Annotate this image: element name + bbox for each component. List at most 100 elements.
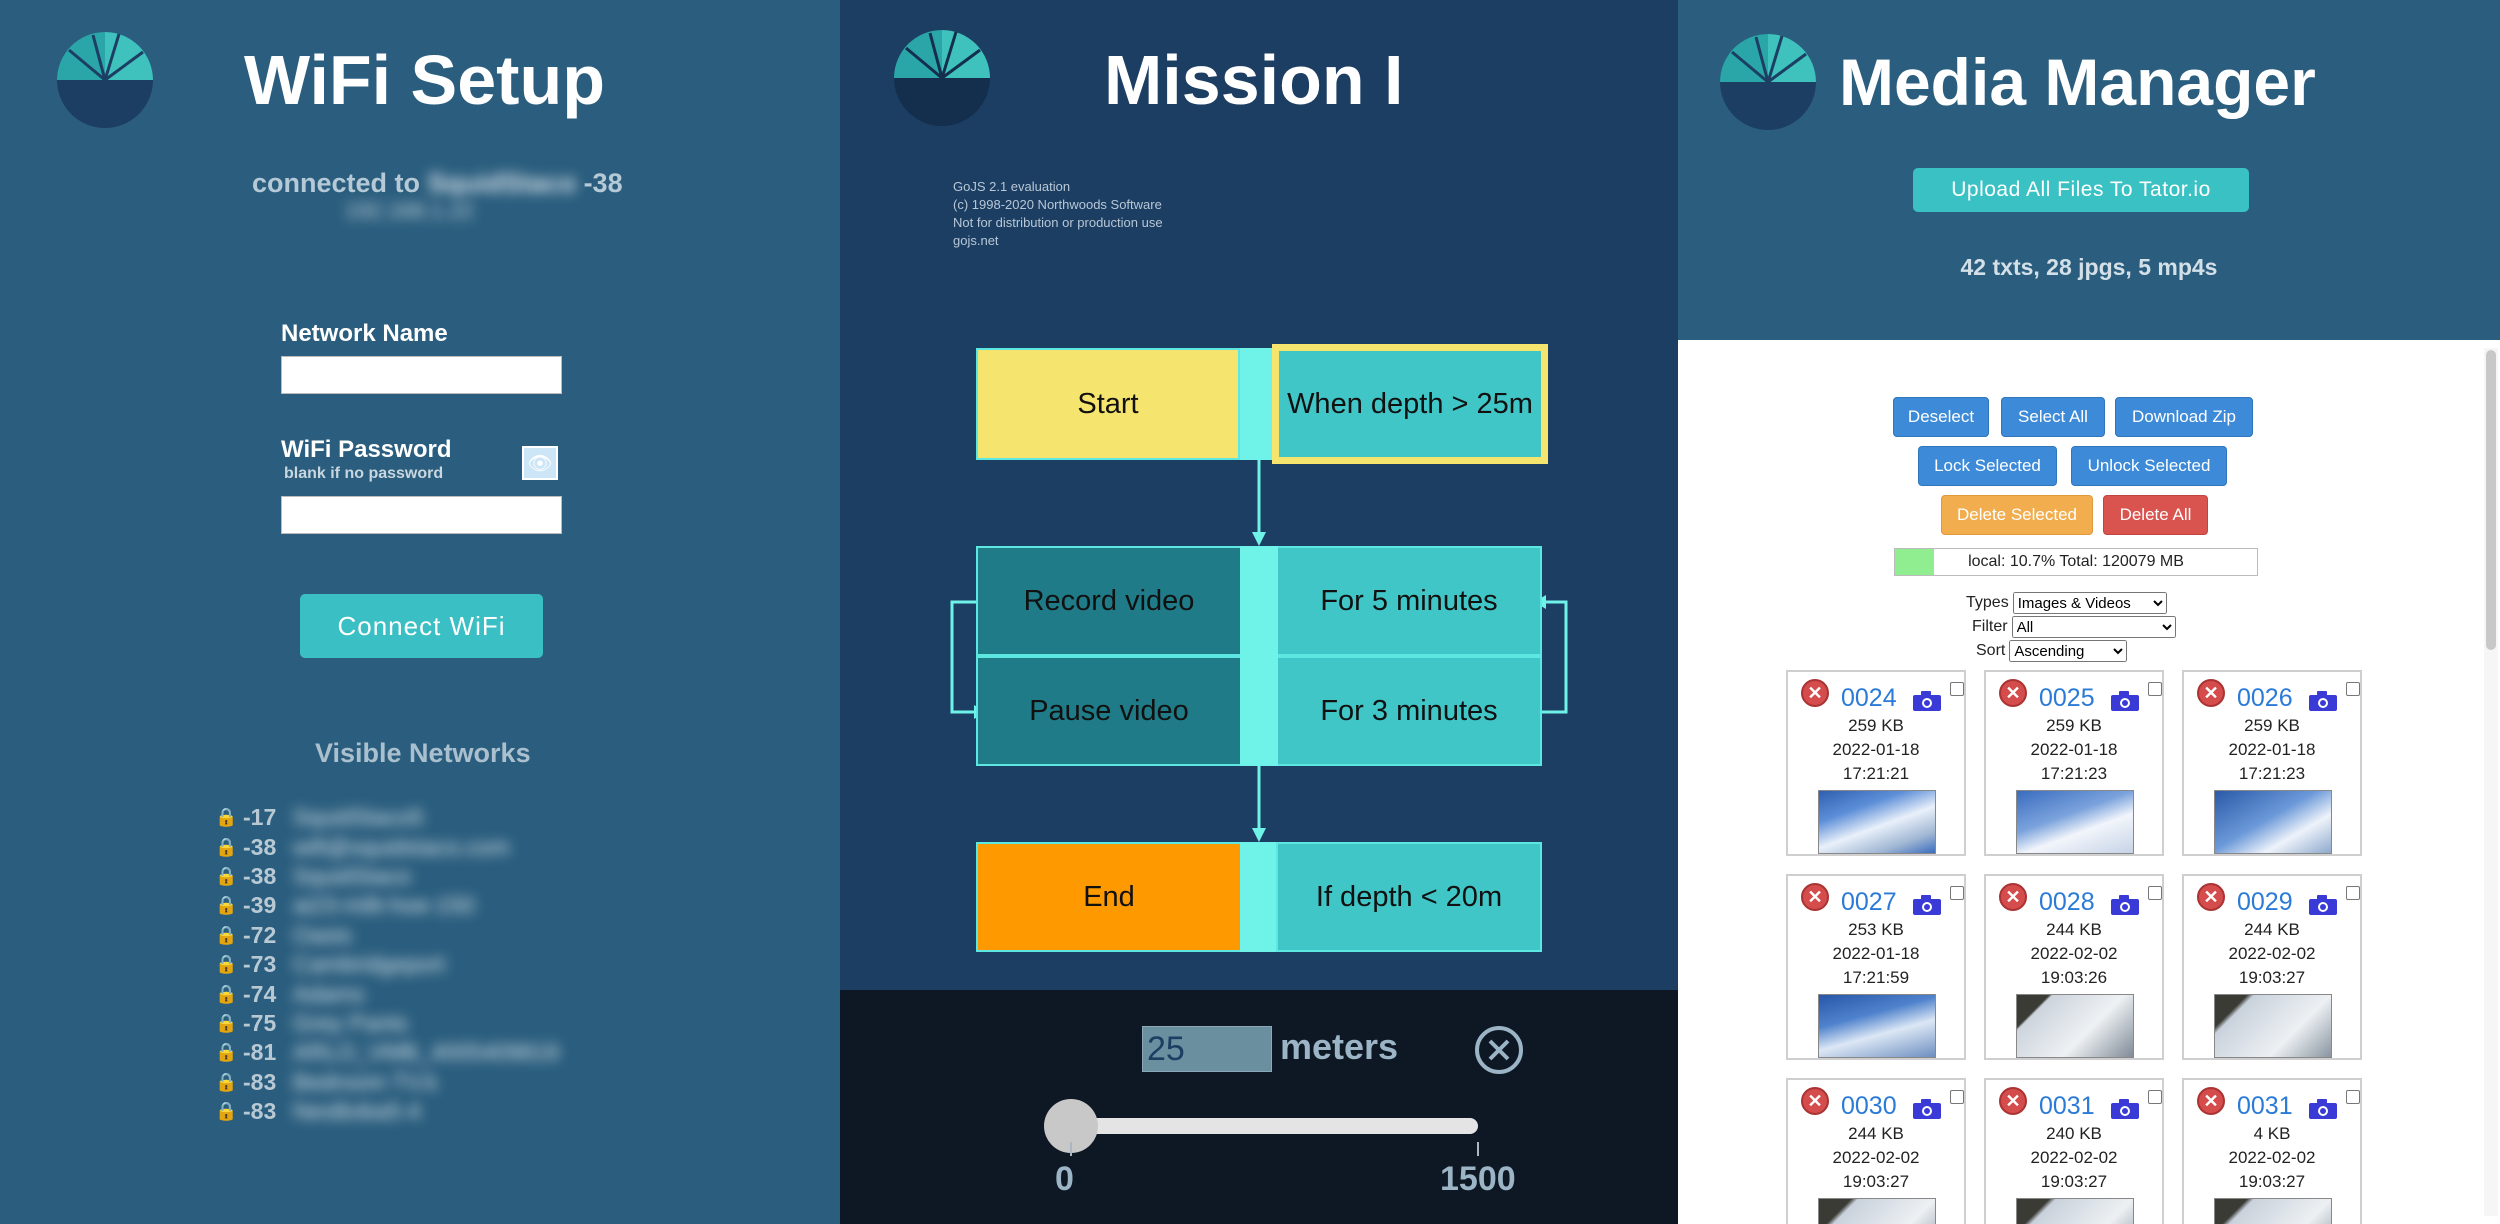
visible-networks-title: Visible Networks: [315, 738, 531, 768]
file-id[interactable]: 0030: [1841, 1092, 1897, 1120]
select-checkbox[interactable]: [1950, 886, 1964, 900]
delete-selected-button[interactable]: Delete Selected: [1941, 495, 2093, 535]
image-thumbnail[interactable]: [2214, 790, 2332, 854]
file-size: 240 KB: [2046, 1124, 2102, 1143]
network-signal: -81: [243, 1039, 277, 1066]
file-id[interactable]: 0028: [2039, 888, 2095, 916]
image-thumbnail[interactable]: [2016, 1198, 2134, 1224]
lock-selected-button[interactable]: Lock Selected: [1918, 446, 2057, 486]
record-duration-block[interactable]: For 5 minutes: [1276, 546, 1542, 656]
file-id[interactable]: 0025: [2039, 684, 2095, 712]
file-id[interactable]: 0031: [2237, 1092, 2293, 1120]
delete-icon[interactable]: ✕: [2197, 883, 2225, 911]
image-thumbnail[interactable]: [2214, 1198, 2332, 1224]
select-checkbox[interactable]: [2148, 886, 2162, 900]
delete-icon[interactable]: ✕: [2197, 679, 2225, 707]
sort-select[interactable]: Ascending: [2009, 640, 2128, 662]
start-condition-block[interactable]: When depth > 25m: [1272, 344, 1548, 464]
image-thumbnail[interactable]: [2016, 790, 2134, 854]
file-time: 19:03:27: [2238, 968, 2306, 987]
deselect-button[interactable]: Deselect: [1893, 397, 1989, 437]
camera-icon: [2309, 895, 2337, 915]
network-name-input[interactable]: [281, 356, 562, 394]
record-video-block[interactable]: Record video: [976, 546, 1242, 656]
file-id[interactable]: 0029: [2237, 888, 2293, 916]
file-time: 17:21:21: [1842, 764, 1910, 783]
delete-icon[interactable]: ✕: [1801, 883, 1829, 911]
image-thumbnail[interactable]: [1818, 994, 1936, 1058]
lock-icon: 🔒: [215, 836, 238, 857]
filter-label: Filter: [1972, 618, 2008, 635]
delete-icon[interactable]: ✕: [1999, 1087, 2027, 1115]
select-checkbox[interactable]: [2346, 1090, 2360, 1104]
select-checkbox[interactable]: [2346, 682, 2360, 696]
types-select[interactable]: Images & Videos: [2012, 592, 2167, 614]
storage-usage-bar: local: 10.7% Total: 120079 MB: [1894, 548, 2258, 576]
delete-icon[interactable]: ✕: [1801, 679, 1829, 707]
file-size: 244 KB: [1848, 1124, 1904, 1143]
camera-icon: [2111, 895, 2139, 915]
image-thumbnail[interactable]: [1818, 790, 1936, 854]
scrollbar-thumb[interactable]: [2486, 350, 2496, 650]
mission-panel: Mission I GoJS 2.1 evaluation (c) 1998-2…: [840, 0, 1678, 1224]
delete-icon[interactable]: ✕: [1801, 1087, 1829, 1115]
image-thumbnail[interactable]: [2214, 994, 2332, 1058]
password-hint: blank if no password: [284, 465, 444, 482]
image-thumbnail[interactable]: [2016, 994, 2134, 1058]
show-password-eye-icon[interactable]: 👁: [522, 446, 558, 480]
end-block[interactable]: End: [976, 842, 1242, 952]
delete-icon[interactable]: ✕: [1999, 679, 2027, 707]
start-block[interactable]: Start: [976, 348, 1240, 460]
end-condition-block[interactable]: If depth < 20m: [1276, 842, 1542, 952]
depth-input[interactable]: [1142, 1026, 1272, 1072]
file-size: 244 KB: [2244, 920, 2300, 939]
file-id[interactable]: 0027: [1841, 888, 1897, 916]
select-checkbox[interactable]: [2148, 1090, 2162, 1104]
delete-icon[interactable]: ✕: [2197, 1087, 2225, 1115]
select-checkbox[interactable]: [1950, 1090, 1964, 1104]
delete-icon[interactable]: ✕: [1999, 883, 2027, 911]
delete-all-button[interactable]: Delete All: [2103, 495, 2208, 535]
filter-select[interactable]: All: [2011, 616, 2176, 638]
connect-wifi-button[interactable]: Connect WiFi: [300, 594, 543, 658]
wifi-password-input[interactable]: [281, 496, 562, 534]
select-checkbox[interactable]: [1950, 682, 1964, 696]
select-all-button[interactable]: Select All: [2001, 397, 2105, 437]
page-title: Media Manager: [1839, 45, 2316, 119]
upload-all-button[interactable]: Upload All Files To Tator.io: [1913, 168, 2249, 212]
image-thumbnail[interactable]: [1818, 1198, 1936, 1224]
select-checkbox[interactable]: [2346, 886, 2360, 900]
file-id[interactable]: 0024: [1841, 684, 1897, 712]
depth-slider-track[interactable]: [1070, 1118, 1478, 1134]
select-checkbox[interactable]: [2148, 682, 2162, 696]
unlock-selected-button[interactable]: Unlock Selected: [2071, 446, 2227, 486]
connector-bar: [1240, 348, 1276, 460]
network-ssid: wifi@squidstaco.com: [293, 833, 510, 860]
file-id[interactable]: 0031: [2039, 1092, 2095, 1120]
download-zip-button[interactable]: Download Zip: [2115, 397, 2253, 437]
file-id[interactable]: 0026: [2237, 684, 2293, 712]
pause-duration-block[interactable]: For 3 minutes: [1276, 656, 1542, 766]
pause-video-block[interactable]: Pause video: [976, 656, 1242, 766]
close-icon[interactable]: [1473, 1024, 1525, 1076]
